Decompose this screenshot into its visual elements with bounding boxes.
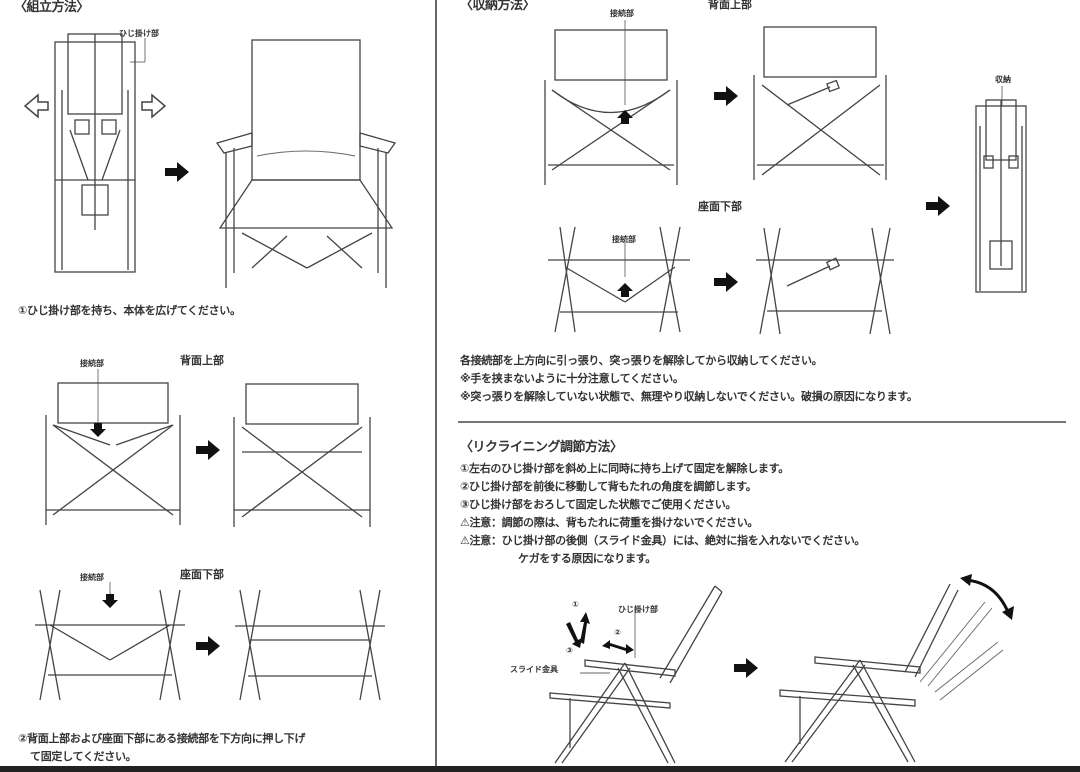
seat-connector-before-illustration (35, 582, 185, 701)
arrow-right-icon (196, 636, 220, 656)
back-connector-before-illustration (45, 369, 181, 525)
label-back-upper-storage: 背面上部 (708, 0, 752, 11)
recline-heading: 〈リクライニング調節方法〉 (460, 440, 623, 455)
arrow-right-icon (734, 658, 758, 678)
arrow-right-icon (926, 196, 950, 216)
storage-back-before-illustration (544, 20, 678, 185)
recline-chair-after-illustration (779, 574, 1014, 763)
recline-step-3: ③ひじ掛け部をおろして固定した状態でご使用ください。 (460, 498, 737, 511)
label-connector-back-storage: 接続部 (610, 9, 634, 18)
recline-step-1: ①左右のひじ掛け部を斜め上に同時に持ち上げて固定を解除します。 (460, 462, 789, 475)
recline-caution-2: ⚠注意：ひじ掛け部の後側（スライド金具）には、絶対に指を入れないでください。 (460, 534, 866, 547)
storage-back-after-illustration (753, 26, 887, 180)
marker-step-3: ③ (566, 646, 573, 655)
assembly-step1: ①ひじ掛け部を持ち、本体を広げてください。 (18, 304, 241, 317)
label-connector-seat-storage: 接続部 (612, 235, 636, 244)
label-armrest: ひじ掛け部 (119, 29, 159, 38)
label-connector-back: 接続部 (80, 359, 104, 368)
folded-chair-illustration (23, 33, 167, 273)
assembly-step2-line2: て固定してください。 (30, 750, 137, 763)
section-divider (458, 421, 1066, 423)
label-connector-seat: 接続部 (80, 573, 104, 582)
recline-caution-3: ケガをする原因になります。 (518, 552, 656, 565)
assembly-step2-line1: ②背面上部および座面下部にある接続部を下方向に押し下げ (18, 732, 306, 745)
recline-chair-before-illustration (549, 585, 723, 764)
bottom-border (0, 766, 1080, 772)
arrow-right-icon (196, 440, 220, 460)
storage-instruction-3: ※突っ張りを解除していない状態で、無理やり収納しないでください。破損の原因になり… (460, 390, 918, 403)
recline-caution-1: ⚠注意：調節の際は、背もたれに荷重を掛けないでください。 (460, 516, 759, 529)
arrow-right-icon (714, 86, 738, 106)
storage-seat-before-illustration (548, 226, 690, 333)
assembly-heading: 〈組立方法〉 (14, 0, 90, 15)
label-seat-lower-storage: 座面下部 (698, 200, 742, 213)
open-chair-illustration (215, 39, 397, 288)
column-divider (435, 0, 437, 768)
back-connector-after-illustration (233, 383, 371, 527)
label-slide-fitting: スライド金具 (510, 665, 558, 674)
label-armrest-recline: ひじ掛け部 (618, 605, 658, 614)
label-seat-lower: 座面下部 (180, 568, 224, 581)
arrow-right-icon (165, 162, 189, 182)
storage-seat-after-illustration (756, 227, 894, 335)
stored-chair-illustration (975, 86, 1027, 293)
label-stored: 収納 (995, 75, 1011, 84)
marker-step-2: ② (614, 628, 621, 637)
marker-step-1: ① (572, 600, 579, 609)
storage-instruction-1: 各接続部を上方向に引っ張り、突っ張りを解除してから収納してください。 (460, 354, 823, 367)
arrow-right-icon (714, 272, 738, 292)
storage-instruction-2: ※手を挟まないように十分注意してください。 (460, 372, 684, 385)
seat-connector-after-illustration (235, 589, 385, 701)
storage-heading: 〈収納方法〉 (460, 0, 536, 13)
label-back-upper: 背面上部 (180, 354, 224, 367)
recline-step-2: ②ひじ掛け部を前後に移動して背もたれの角度を調節します。 (460, 480, 757, 493)
